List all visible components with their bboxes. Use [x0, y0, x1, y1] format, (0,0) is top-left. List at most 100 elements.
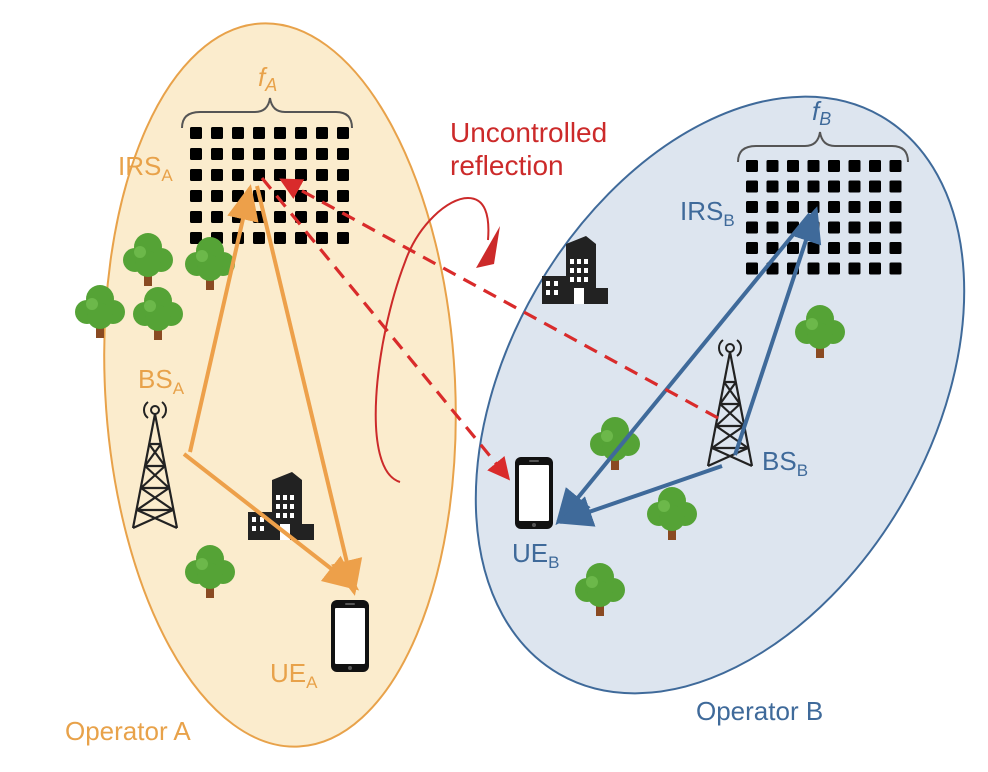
irs-element — [295, 232, 307, 244]
irs-element — [869, 242, 881, 254]
irs-element — [807, 160, 820, 172]
irs-element — [828, 201, 840, 213]
irs-element — [232, 190, 244, 202]
irs-element — [766, 242, 779, 254]
irs-element — [787, 242, 799, 254]
irs-element — [746, 160, 758, 172]
irs-element — [190, 211, 202, 223]
irs-element — [828, 242, 840, 254]
irs-element — [889, 262, 902, 275]
irs-element — [211, 127, 223, 139]
irs-element — [889, 160, 902, 172]
irs-element — [889, 201, 902, 213]
irs-element — [766, 201, 779, 213]
irs-element — [746, 180, 758, 193]
irs-a-label: IRSA — [118, 151, 173, 185]
irs-element — [316, 190, 328, 202]
irs-element — [869, 180, 881, 193]
irs-element — [232, 169, 244, 181]
irs-element — [828, 180, 840, 193]
irs-element — [889, 221, 902, 234]
irs-element — [274, 148, 286, 160]
irs-element — [787, 201, 799, 213]
irs-element — [828, 221, 840, 234]
irs-element — [211, 211, 223, 223]
irs-element — [787, 160, 799, 172]
irs-element — [337, 127, 349, 139]
irs-element — [274, 169, 286, 181]
irs-element — [787, 180, 799, 193]
irs-element — [848, 180, 861, 193]
irs-element — [869, 201, 881, 213]
operator-a-label: Operator A — [65, 716, 191, 746]
irs-element — [807, 180, 820, 193]
irs-element — [746, 221, 758, 234]
irs-element — [274, 232, 286, 244]
irs-element — [190, 148, 202, 160]
irs-element — [211, 148, 223, 160]
irs-element — [828, 160, 840, 172]
irs-element — [253, 127, 265, 139]
irs-element — [337, 190, 349, 202]
irs-element — [848, 201, 861, 213]
uncontrolled-reflection-loop — [374, 196, 490, 483]
irs-element — [746, 262, 758, 275]
irs-element — [889, 242, 902, 254]
irs-element — [337, 148, 349, 160]
irs-element — [828, 262, 840, 275]
irs-element — [253, 148, 265, 160]
irs-element — [848, 160, 861, 172]
freq-b-label: fB — [812, 96, 831, 129]
irs-element — [274, 211, 286, 223]
irs-element — [316, 148, 328, 160]
operator-b-label: Operator B — [696, 696, 823, 726]
irs-element — [232, 127, 244, 139]
irs-element — [869, 160, 881, 172]
irs-element — [337, 232, 349, 244]
irs-element — [807, 242, 820, 254]
irs-element — [190, 190, 202, 202]
operator-b-region — [474, 95, 966, 695]
irs-element — [766, 160, 779, 172]
irs-b-label: IRSB — [680, 196, 735, 230]
uncontrolled-reflection-label-line1: Uncontrolled — [450, 117, 607, 148]
irs-a-grid-icon — [190, 127, 349, 244]
irs-element — [274, 127, 286, 139]
irs-element — [190, 127, 202, 139]
irs-element — [316, 169, 328, 181]
ue-a-smartphone-icon — [331, 600, 369, 672]
irs-element — [211, 190, 223, 202]
uncontrolled-reflection-label-line2: reflection — [450, 150, 564, 181]
irs-element — [295, 127, 307, 139]
irs-element — [295, 148, 307, 160]
ue-b-label: UEB — [512, 538, 559, 572]
operator-a-links — [182, 184, 363, 596]
irs-element — [848, 262, 861, 275]
irs-element — [869, 262, 881, 275]
ue-a-label: UEA — [270, 658, 318, 692]
irs-element — [869, 221, 881, 234]
irs-element — [746, 201, 758, 213]
irs-element — [316, 211, 328, 223]
irs-element — [807, 262, 820, 275]
irs-b-brace — [737, 131, 909, 163]
irs-a-brace — [181, 97, 353, 129]
irs-element — [211, 169, 223, 181]
irs-element — [766, 221, 779, 234]
bs-b-label: BSB — [762, 446, 808, 480]
irs-element — [295, 169, 307, 181]
freq-a-label: fA — [258, 62, 277, 95]
reflection-arrowhead-icon — [476, 226, 500, 268]
ue-b-smartphone-icon — [515, 457, 553, 529]
irs-element — [232, 148, 244, 160]
irs-element — [746, 242, 758, 254]
irs-element — [190, 169, 202, 181]
operator-b-links — [555, 206, 822, 527]
irs-element — [190, 232, 202, 244]
irs-element — [889, 180, 902, 193]
irs-element — [316, 127, 328, 139]
irs-element — [316, 232, 328, 244]
irs-element — [337, 169, 349, 181]
irs-element — [848, 242, 861, 254]
